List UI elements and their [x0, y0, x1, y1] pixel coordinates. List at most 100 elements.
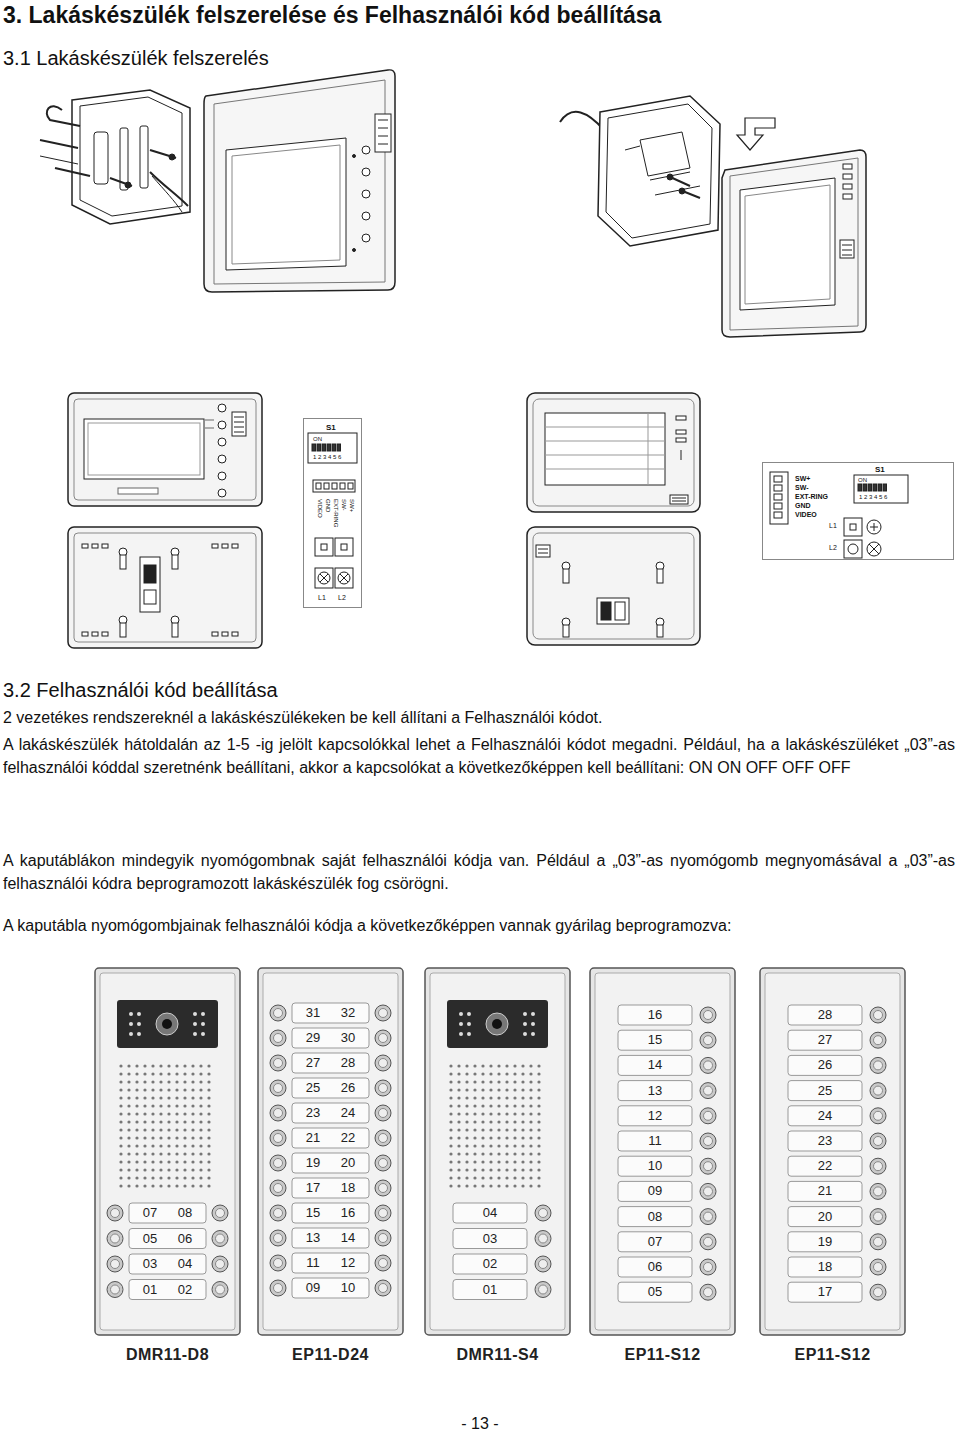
speaker-grille-part — [521, 1096, 524, 1099]
call-button — [788, 1207, 886, 1227]
camera-module-part — [137, 1022, 141, 1026]
button-code: 05 — [630, 1284, 680, 1300]
button-code: 03 — [135, 1256, 165, 1272]
button-code: 15 — [298, 1205, 328, 1221]
terminal-name: SW+ — [348, 499, 355, 512]
button-code: 31 — [298, 1005, 328, 1021]
monitor-front-part — [353, 249, 356, 252]
speaker-grille-part — [489, 1120, 492, 1123]
call-button-part — [788, 1181, 862, 1201]
monitor-front-part — [648, 413, 649, 485]
speaker-grille-part — [521, 1184, 524, 1187]
monitor-front-part — [545, 469, 665, 470]
monitor-front-part — [681, 450, 682, 460]
speaker-grille-part — [127, 1136, 130, 1139]
speaker-grille-part — [119, 1168, 122, 1171]
speaker-grille-part — [457, 1080, 460, 1083]
button-code: 20 — [333, 1155, 363, 1171]
speaker-grille-part — [191, 1184, 194, 1187]
monitor-back-part — [82, 544, 88, 548]
speaker-grille-part — [199, 1160, 202, 1163]
call-button-part — [274, 1109, 283, 1118]
call-button — [270, 1028, 391, 1048]
speaker-grille-part — [465, 1112, 468, 1115]
speaker-grille-part — [127, 1064, 130, 1067]
speaker-grille-part — [449, 1152, 452, 1155]
call-button-part — [274, 1209, 283, 1218]
speaker-grille-part — [191, 1080, 194, 1083]
call-button-part — [375, 1080, 391, 1096]
speaker-grille-part — [521, 1176, 524, 1179]
call-button-part — [788, 1081, 862, 1101]
call-button-part — [375, 1230, 391, 1246]
speaker-grille-part — [505, 1160, 508, 1163]
door-panel-body-part — [100, 973, 235, 1330]
monitor-back-part — [68, 527, 262, 648]
monitor-front-part — [843, 174, 852, 179]
terminal-block-drawing-part — [335, 568, 353, 588]
call-button-part — [379, 1009, 388, 1018]
speaker-grille-part — [159, 1152, 162, 1155]
speaker-grille-part — [175, 1168, 178, 1171]
call-button-part — [379, 1184, 388, 1193]
call-button — [618, 1181, 716, 1201]
speaker-grille-part — [529, 1160, 532, 1163]
camera-module-part — [137, 1012, 141, 1016]
speaker-grille-part — [191, 1064, 194, 1067]
speaker-grille-part — [513, 1104, 516, 1107]
speaker-grille-part — [191, 1176, 194, 1179]
speaker-grille-part — [489, 1064, 492, 1067]
speaker-grille-part — [183, 1152, 186, 1155]
terminal-block-drawing-part — [874, 523, 875, 531]
call-button-part — [129, 1203, 206, 1223]
door-panel-body-part — [765, 973, 900, 1330]
wall-plate-part — [120, 128, 128, 190]
monitor-front-part — [545, 413, 665, 485]
monitor-front-part — [362, 212, 370, 220]
speaker-grille-part — [143, 1072, 146, 1075]
monitor-front-part — [205, 420, 214, 421]
terminal-block-drawing-part — [863, 484, 867, 491]
door-panel-body — [95, 968, 240, 1335]
monitor-back-part — [536, 545, 550, 557]
speaker-grille-part — [199, 1120, 202, 1123]
speaker-grille-part — [207, 1152, 210, 1155]
speaker-grille-part — [513, 1176, 516, 1179]
speaker-grille-part — [191, 1144, 194, 1147]
switch-marking: 1 2 3 4 5 6 — [313, 454, 341, 461]
call-button-part — [870, 1158, 886, 1174]
call-button-part — [788, 1207, 862, 1227]
speaker-grille-part — [537, 1080, 540, 1083]
speaker-grille-part — [473, 1168, 476, 1171]
speaker-grille-part — [191, 1152, 194, 1155]
speaker-grille-part — [465, 1168, 468, 1171]
terminal-block-drawing-part — [873, 484, 877, 491]
button-code: 21 — [298, 1130, 328, 1146]
speaker-grille-part — [497, 1072, 500, 1075]
switch-name: S1 — [326, 423, 336, 432]
speaker-grille-part — [159, 1160, 162, 1163]
speaker-grille-part — [537, 1072, 540, 1075]
button-code: 17 — [800, 1284, 850, 1300]
speaker-grille-part — [183, 1160, 186, 1163]
speaker-grille-part — [497, 1120, 500, 1123]
speaker-grille-part — [167, 1112, 170, 1115]
call-button-part — [788, 1055, 862, 1075]
speaker-grille-part — [473, 1104, 476, 1107]
terminal-block-drawing-part — [878, 484, 882, 491]
call-button-part — [375, 1030, 391, 1046]
speaker-grille-part — [207, 1184, 210, 1187]
terminal-name: L1 — [318, 594, 326, 602]
door-panel-body — [425, 968, 570, 1335]
camera-module-part — [162, 1019, 172, 1029]
speaker-grille-part — [449, 1112, 452, 1115]
speaker-grille-part — [159, 1176, 162, 1179]
speaker-grille-part — [513, 1080, 516, 1083]
speaker-grille-part — [207, 1144, 210, 1147]
speaker-grille-part — [119, 1136, 122, 1139]
door-panel: 3132293027282526232421221920171815161314… — [258, 968, 403, 1335]
speaker-grille-part — [465, 1120, 468, 1123]
call-button-part — [704, 1187, 713, 1196]
monitor-front-part — [670, 495, 688, 504]
monitor-front-part — [218, 489, 226, 497]
